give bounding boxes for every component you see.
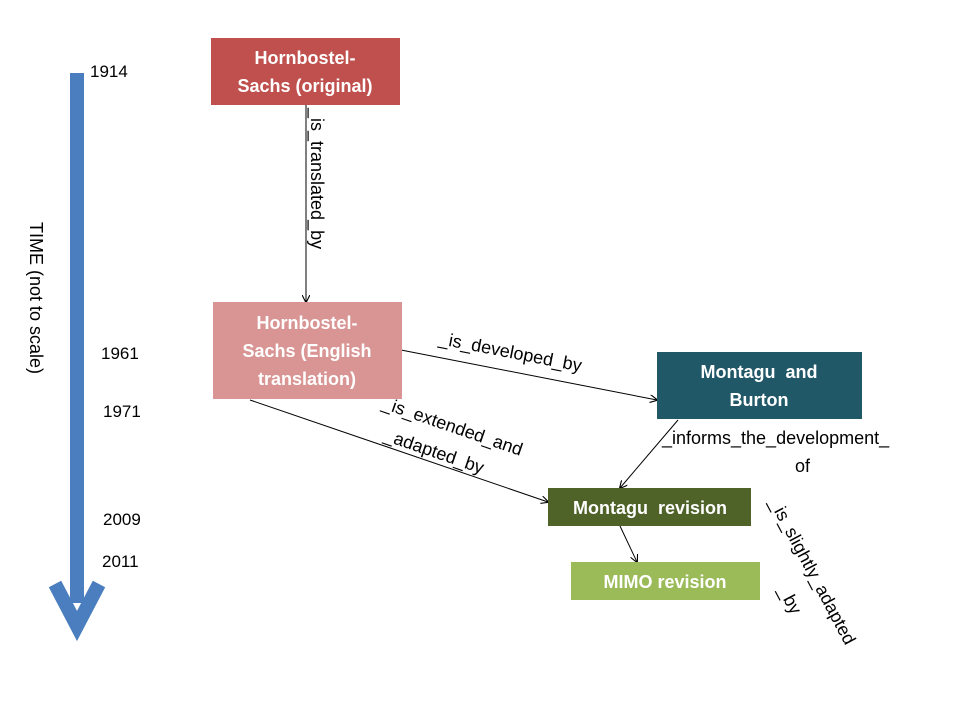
node-label-line: Sachs (original) xyxy=(237,76,372,96)
node-hornbostel-sachs-english: Hornbostel- Sachs (English translation) xyxy=(213,302,402,399)
timeline-shaft xyxy=(70,73,84,603)
node-montagu-and-burton: Montagu and Burton xyxy=(657,352,862,419)
year-2009: 2009 xyxy=(103,510,141,529)
node-hornbostel-sachs-original: Hornbostel- Sachs (original) xyxy=(211,38,400,105)
node-mimo-revision: MIMO revision xyxy=(571,562,760,600)
node-label-line: Hornbostel- xyxy=(255,48,356,68)
edge-informs-line xyxy=(620,419,679,488)
node-box xyxy=(211,38,400,105)
edge-label-developed: _is_developed_by xyxy=(436,328,583,376)
connectors xyxy=(249,105,679,562)
timeline: TIME (not to scale) 1914 1961 1971 2009 … xyxy=(26,62,141,642)
edge-label-informs-line1: _informs_the_development_ xyxy=(661,428,890,449)
node-box xyxy=(213,302,402,399)
edge-mimo-line xyxy=(619,525,637,562)
edge-extended-line xyxy=(249,399,548,502)
node-montagu-revision: Montagu revision xyxy=(548,488,751,526)
node-box xyxy=(657,352,862,419)
node-label-line: Sachs (English xyxy=(242,341,371,361)
node-label-line: Montagu revision xyxy=(573,498,727,518)
edge-label-translated: _is_translated_by xyxy=(306,107,327,249)
edge-label-slightly-line2: _by xyxy=(773,582,806,618)
timeline-label: TIME (not to scale) xyxy=(26,222,46,374)
node-box xyxy=(571,562,760,600)
node-label-line: MIMO revision xyxy=(603,572,726,592)
timeline-arrowhead xyxy=(48,580,106,642)
year-1961: 1961 xyxy=(101,344,139,363)
node-label-line: translation) xyxy=(258,369,356,389)
year-2011: 2011 xyxy=(102,552,139,571)
edge-label-slightly-line1: _is_slightly_adapted xyxy=(764,494,860,649)
edge-developed-line xyxy=(400,349,657,400)
node-label-line: Hornbostel- xyxy=(257,313,358,333)
year-1914: 1914 xyxy=(90,62,128,81)
node-label-line: Burton xyxy=(730,390,789,410)
year-1971: 1971 xyxy=(103,402,141,421)
node-label-line: Montagu and xyxy=(701,362,818,382)
node-box xyxy=(548,488,751,526)
edge-label-informs-line2: of xyxy=(795,456,811,476)
